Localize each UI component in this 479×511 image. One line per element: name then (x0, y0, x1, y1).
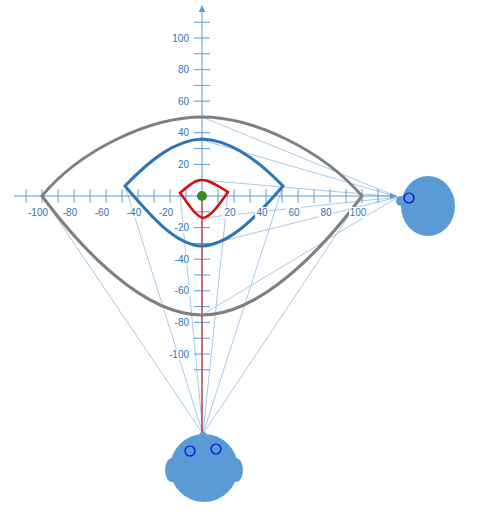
tick (298, 189, 299, 203)
tick (154, 189, 155, 203)
tick (194, 164, 210, 165)
axis-tick-label: -80 (174, 317, 190, 328)
tick (346, 189, 347, 203)
tick (194, 38, 210, 39)
tick (330, 189, 331, 203)
axis-tick-label: 40 (177, 127, 190, 138)
tick (194, 148, 210, 149)
axis-tick-label: 60 (177, 96, 190, 107)
tick (74, 189, 75, 203)
inner-curve (180, 180, 228, 218)
tick (194, 132, 210, 133)
axis-tick-label: 40 (255, 207, 268, 218)
tick (378, 189, 379, 203)
tick (170, 189, 171, 203)
axis-tick-label: -40 (126, 207, 142, 218)
right-head (396, 176, 455, 236)
axis-tick-label: -40 (174, 254, 190, 265)
axis-tick-label: -60 (94, 207, 110, 218)
tick (58, 189, 59, 203)
tick (234, 189, 235, 203)
bottom-head (165, 432, 243, 502)
tick (282, 189, 283, 203)
axis-tick-label: -100 (27, 207, 49, 218)
axis-tick-label: -80 (62, 207, 78, 218)
tick (194, 69, 210, 70)
tick (194, 101, 210, 102)
axis-tick-label: -100 (168, 349, 190, 360)
axis-tick-label: 20 (223, 207, 236, 218)
tick (122, 189, 123, 203)
tick (194, 53, 210, 54)
axis-tick-label: 80 (177, 64, 190, 75)
tick (250, 189, 251, 203)
tick (266, 189, 267, 203)
axis-tick-label: 100 (349, 207, 368, 218)
axis-tick-label: 20 (177, 159, 190, 170)
tick (194, 22, 210, 23)
axis-tick-label: 100 (171, 33, 190, 44)
axis-tick-label: -20 (158, 207, 174, 218)
tick (314, 189, 315, 203)
tick (194, 85, 210, 86)
axis-tick-label: 60 (287, 207, 300, 218)
axis-tick-label: -60 (174, 285, 190, 296)
tick (26, 189, 27, 203)
axis-tick-label: -20 (174, 222, 190, 233)
middle-curve (125, 139, 283, 246)
tick (106, 189, 107, 203)
outer-curve (42, 117, 362, 315)
sight-lines (42, 117, 398, 434)
axis-tick-label: 80 (319, 207, 332, 218)
tick (90, 189, 91, 203)
tick (218, 189, 219, 203)
axes (14, 6, 396, 436)
center-dot (197, 191, 207, 201)
